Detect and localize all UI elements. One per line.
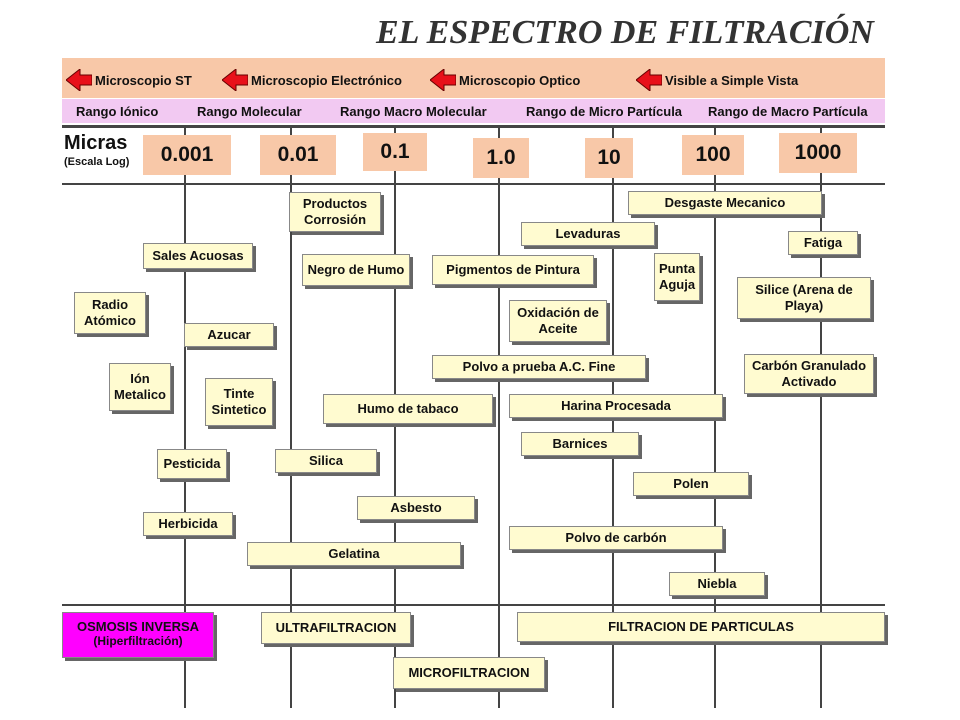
item-sales-acuosas: Sales Acuosas: [143, 243, 253, 269]
tick-label: 0.1: [363, 133, 427, 171]
item-harina-procesada: Harina Procesada: [509, 394, 723, 418]
item-silice: Silice (Arena de Playa): [737, 277, 871, 319]
range-micro-particula: Rango de Micro Partícula: [526, 104, 683, 119]
scope-microscopio-optico: Microscopio Optico: [430, 69, 580, 91]
process-filtracion-particulas: FILTRACION DE PARTICULAS: [517, 612, 885, 642]
range-band: [62, 99, 885, 123]
tick-label: 100: [682, 135, 744, 175]
divider: [62, 183, 885, 185]
axis-label: Micras: [64, 132, 128, 154]
item-polvo-prueba: Polvo a prueba A.C. Fine: [432, 355, 646, 379]
item-niebla: Niebla: [669, 572, 765, 596]
range-macro-particula: Rango de Macro Partícula: [708, 104, 868, 119]
item-pesticida: Pesticida: [157, 449, 227, 479]
item-humo-de-tabaco: Humo de tabaco: [323, 394, 493, 424]
red-arrow-icon: [636, 69, 662, 91]
item-punta-aguja: Punta Aguja: [654, 253, 700, 301]
item-herbicida: Herbicida: [143, 512, 233, 536]
item-oxidacion-de-aceite: Oxidación de Aceite: [509, 300, 607, 342]
red-arrow-icon: [430, 69, 456, 91]
tick-label: 0.01: [260, 135, 336, 175]
process-ultrafiltracion: ULTRAFILTRACION: [261, 612, 411, 644]
item-radio-atomico: Radio Atómico: [74, 292, 146, 334]
divider: [62, 125, 885, 128]
item-carbon-granulado: Carbón Granulado Activado: [744, 354, 874, 394]
item-ion-metalico: Ión Metalico: [109, 363, 171, 411]
item-levaduras: Levaduras: [521, 222, 655, 246]
grid-line: [498, 128, 500, 708]
item-silica: Silica: [275, 449, 377, 473]
item-negro-de-humo: Negro de Humo: [302, 254, 410, 286]
item-polen: Polen: [633, 472, 749, 496]
process-osmosis-inversa: OSMOSIS INVERSA (Hiperfiltración): [62, 612, 214, 658]
range-ionico: Rango Iónico: [76, 104, 159, 119]
scope-visible: Visible a Simple Vista: [636, 69, 798, 91]
tick-label: 10: [585, 138, 633, 178]
item-polvo-de-carbon: Polvo de carbón: [509, 526, 723, 550]
page-title: EL ESPECTRO DE FILTRACIÓN: [376, 14, 874, 51]
tick-label: 0.001: [143, 135, 231, 175]
grid-line: [714, 128, 716, 708]
grid-line: [290, 128, 292, 708]
range-molecular: Rango Molecular: [197, 104, 302, 119]
scope-band: [62, 58, 885, 98]
item-fatiga: Fatiga: [788, 231, 858, 255]
item-productos-corrosion: Productos Corrosión: [289, 192, 381, 232]
tick-label: 1.0: [473, 138, 529, 178]
item-asbesto: Asbesto: [357, 496, 475, 520]
item-tinte-sintetico: Tinte Sintetico: [205, 378, 273, 426]
item-azucar: Azucar: [184, 323, 274, 347]
item-desgaste-mecanico: Desgaste Mecanico: [628, 191, 822, 215]
process-microfiltracion: MICROFILTRACION: [393, 657, 545, 689]
grid-line: [612, 128, 614, 708]
item-pigmentos-de-pintura: Pigmentos de Pintura: [432, 255, 594, 285]
tick-label: 1000: [779, 133, 857, 173]
scope-microscopio-electronico: Microscopio Electrónico: [222, 69, 402, 91]
grid-line: [820, 128, 822, 708]
grid-line: [184, 128, 186, 708]
item-barnices: Barnices: [521, 432, 639, 456]
red-arrow-icon: [222, 69, 248, 91]
red-arrow-icon: [66, 69, 92, 91]
axis-scale: (Escala Log): [64, 156, 130, 168]
range-macro-molecular: Rango Macro Molecular: [340, 104, 487, 119]
divider: [62, 604, 885, 606]
item-gelatina: Gelatina: [247, 542, 461, 566]
scope-microscopio-st: Microscopio ST: [66, 69, 192, 91]
